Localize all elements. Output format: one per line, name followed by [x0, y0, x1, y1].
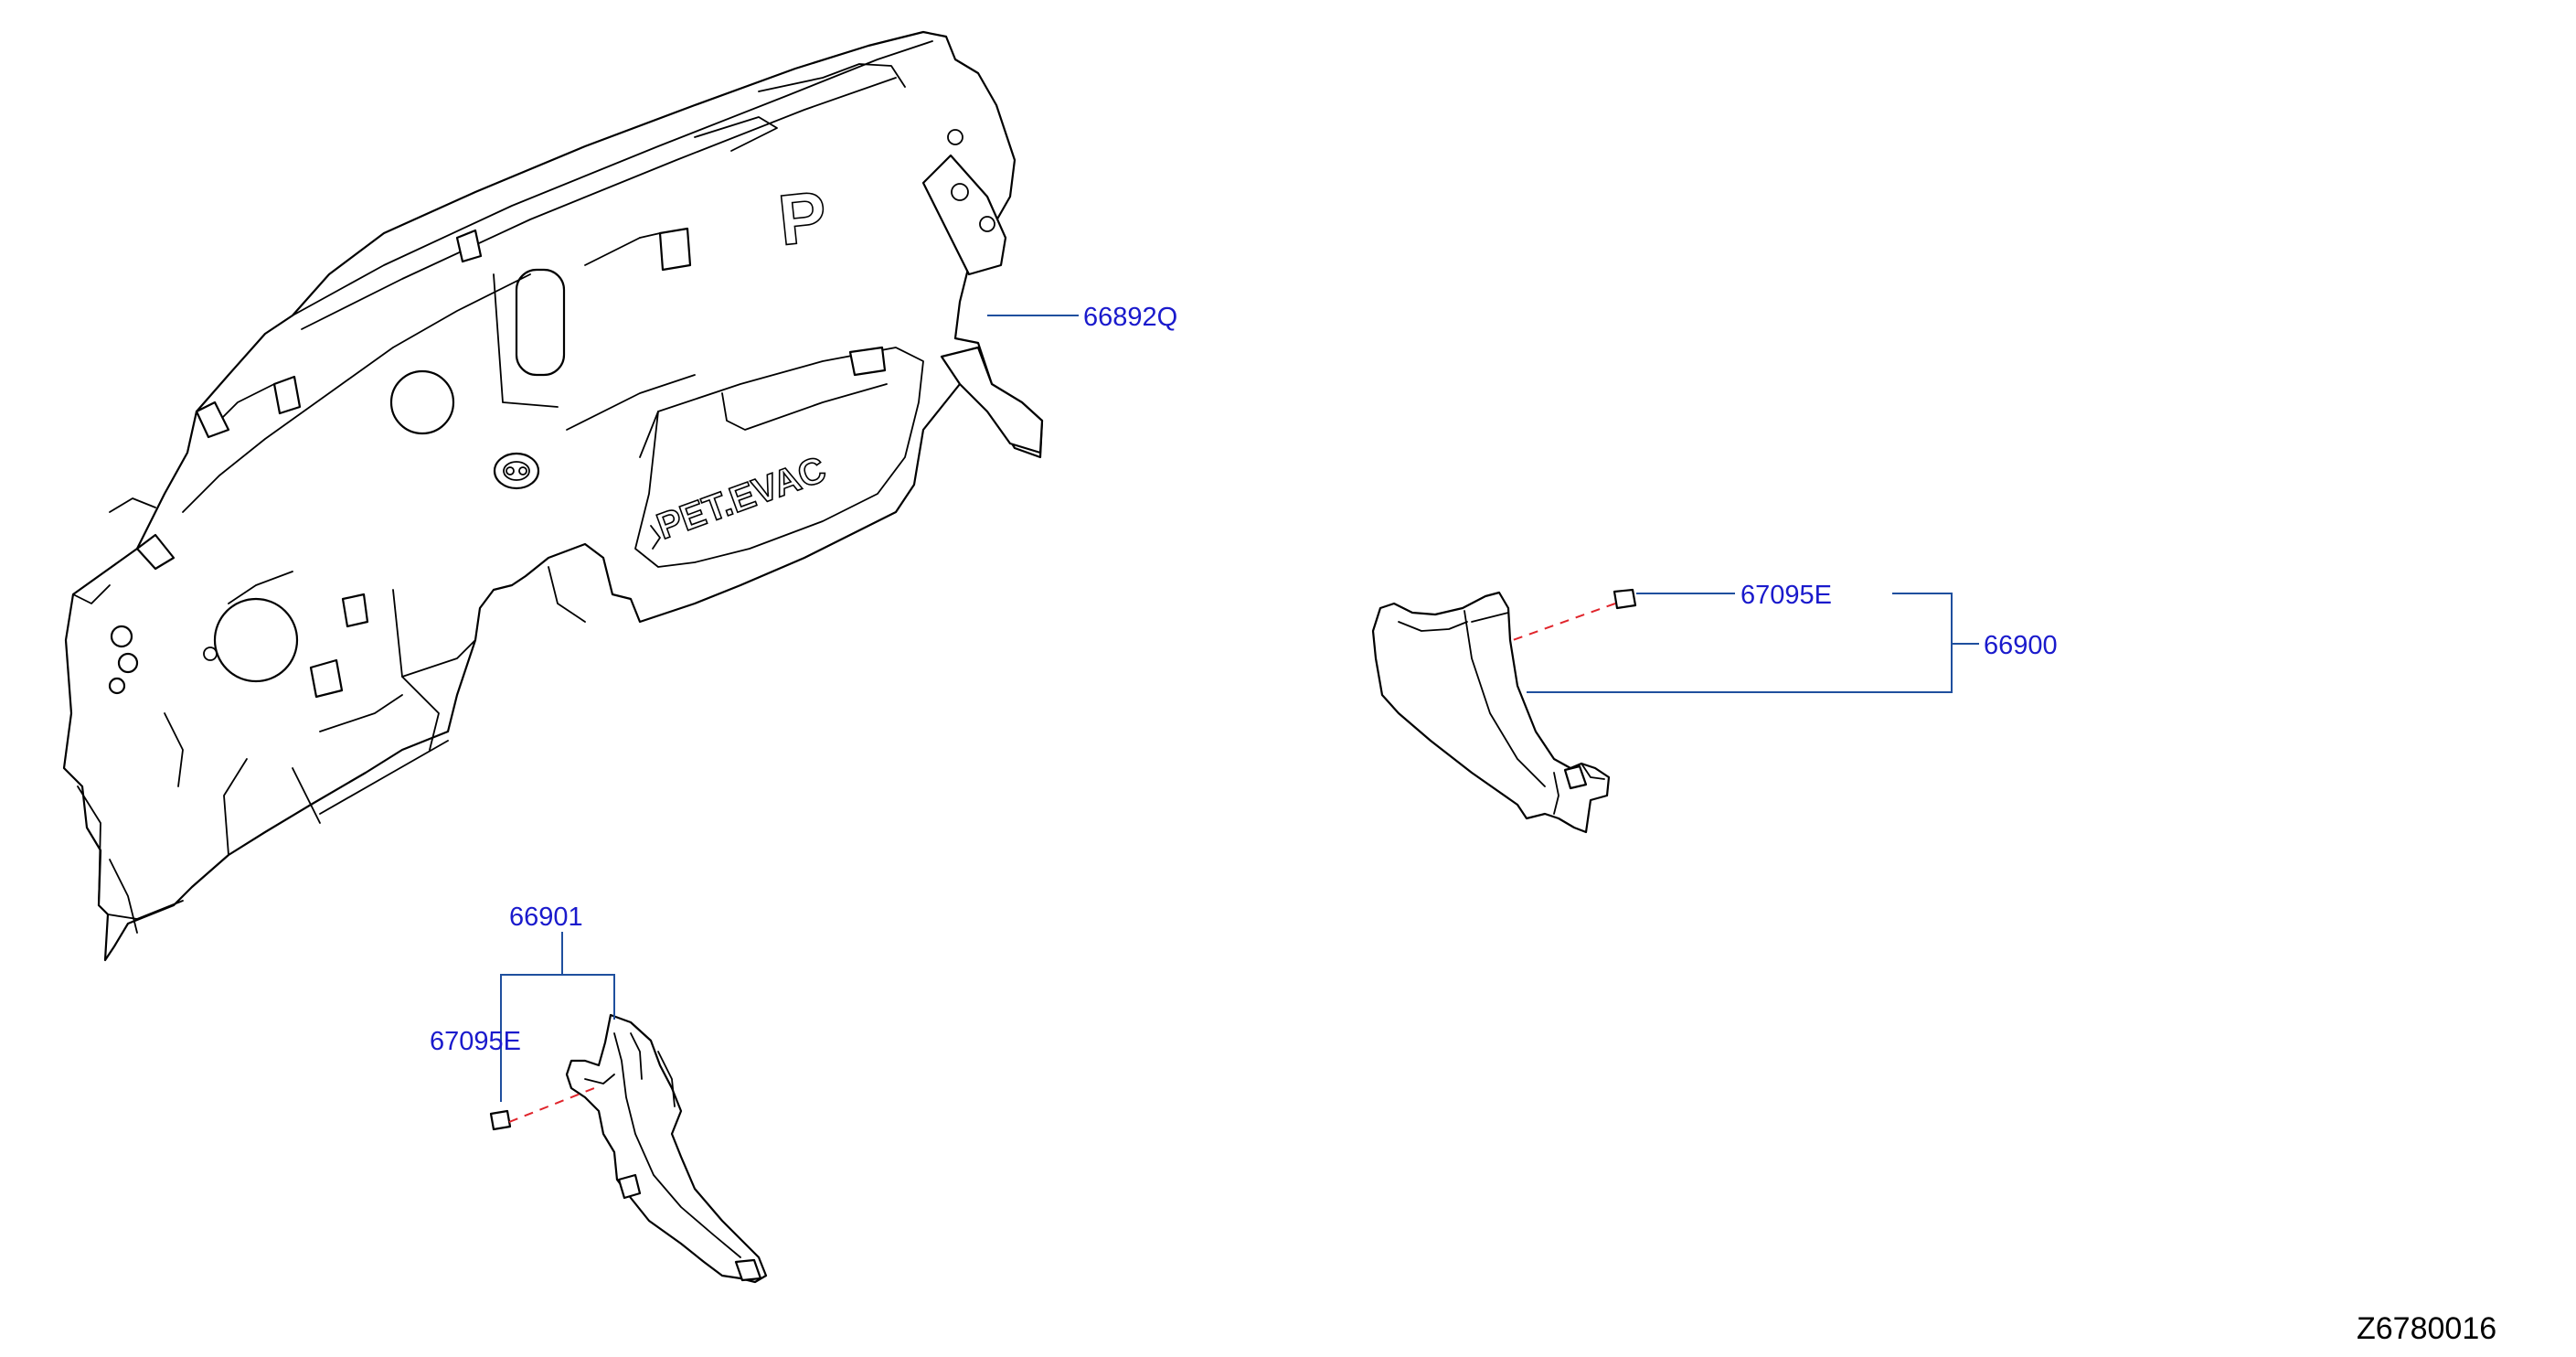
- panel-letter-p: P: [775, 176, 831, 261]
- dash-panel-illustration: P PET.EVAC: [62, 30, 1044, 962]
- callout-66901[interactable]: 66901: [509, 903, 583, 932]
- diagram-reference-code: Z6780016: [2357, 1311, 2496, 1346]
- callout-66900[interactable]: 66900: [1984, 631, 2058, 660]
- dash-side-trim-left-illustration: [565, 1013, 768, 1284]
- callout-67095e-left[interactable]: 67095E: [430, 1027, 521, 1056]
- clip-right-illustration: [1613, 588, 1637, 610]
- leader-66900-bracket: [1527, 593, 1953, 693]
- leader-66901-bracket: [500, 974, 615, 1102]
- clip-path-right: [1512, 603, 1616, 641]
- callout-66892q[interactable]: 66892Q: [1083, 303, 1177, 332]
- dash-side-trim-right-illustration: [1371, 591, 1611, 834]
- clip-left-illustration: [489, 1109, 512, 1131]
- callout-67095e-right[interactable]: 67095E: [1740, 581, 1832, 610]
